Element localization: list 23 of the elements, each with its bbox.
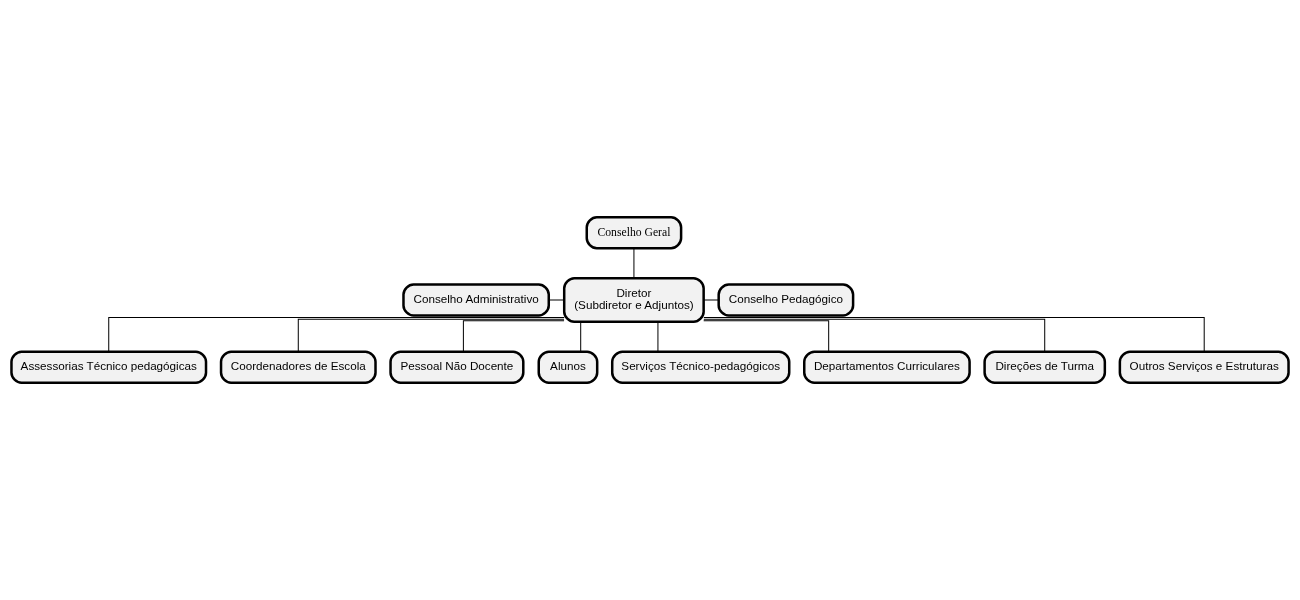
connector (462, 320, 565, 352)
node-box: Pessoal Não Docente (389, 350, 525, 384)
node-box: Conselho Pedagógico (717, 283, 855, 317)
connector (548, 299, 565, 301)
connector (703, 318, 1046, 353)
connector (703, 299, 719, 301)
node-box: Conselho Geral (585, 216, 683, 250)
node-box: Serviços Técnico-pedagógicos (610, 350, 791, 384)
node-box: Departamentos Curriculares (803, 350, 971, 384)
connector (657, 321, 659, 353)
connector (703, 317, 1205, 353)
connector (703, 320, 830, 352)
node-box: Alunos (537, 350, 599, 384)
connector (633, 247, 635, 279)
node-box: Coordenadores de Escola (219, 350, 377, 384)
connector (580, 321, 582, 353)
node-box: Diretor (Subdiretor e Adjuntos) (562, 277, 705, 323)
node-box: Outros Serviços e Estruturas (1118, 350, 1290, 384)
node-box: Direções de Turma (983, 350, 1107, 384)
node-box: Assessorias Técnico pedagógicas (10, 350, 208, 384)
connector (108, 317, 565, 353)
node-box: Conselho Administrativo (402, 283, 550, 317)
connector (297, 318, 565, 353)
